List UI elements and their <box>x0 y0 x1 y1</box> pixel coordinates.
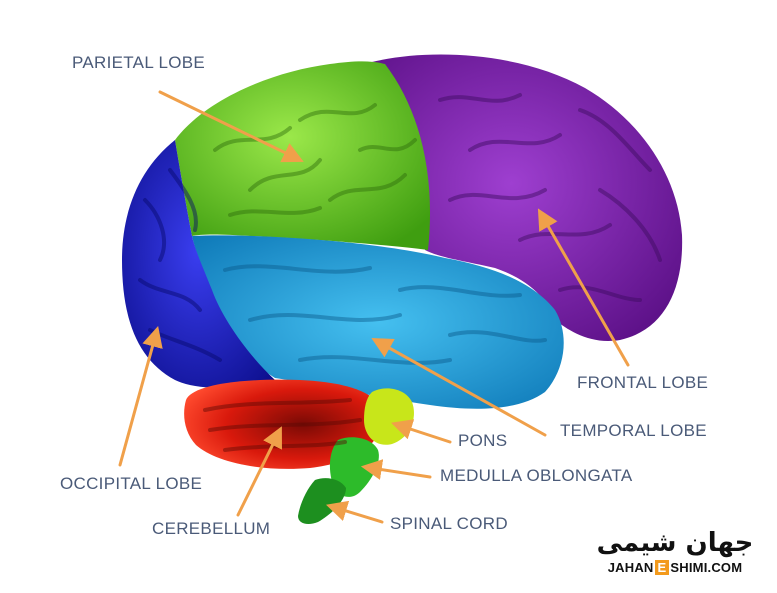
label-cerebellum: CEREBELLUM <box>152 519 270 539</box>
arrow-medulla <box>365 467 430 477</box>
watermark-e-box: E <box>655 560 670 575</box>
label-frontal-lobe: FRONTAL LOBE <box>577 373 708 393</box>
watermark-suffix: SHIMI.COM <box>670 560 742 575</box>
arrow-occipital <box>120 330 157 465</box>
watermark-prefix: JAHAN <box>608 560 654 575</box>
pons-region <box>364 388 414 444</box>
watermark-arabic-text: جهان شیمی <box>596 528 754 558</box>
label-medulla-oblongata: MEDULLA OBLONGATA <box>440 466 632 486</box>
label-pons: PONS <box>458 431 507 451</box>
label-parietal-lobe: PARIETAL LOBE <box>72 53 205 73</box>
arrow-spinal-cord <box>330 506 382 522</box>
label-occipital-lobe: OCCIPITAL LOBE <box>60 474 202 494</box>
parietal-lobe-region <box>175 61 430 250</box>
label-temporal-lobe: TEMPORAL LOBE <box>560 421 707 441</box>
spinal-cord-region <box>298 478 346 524</box>
label-spinal-cord: SPINAL CORD <box>390 514 508 534</box>
